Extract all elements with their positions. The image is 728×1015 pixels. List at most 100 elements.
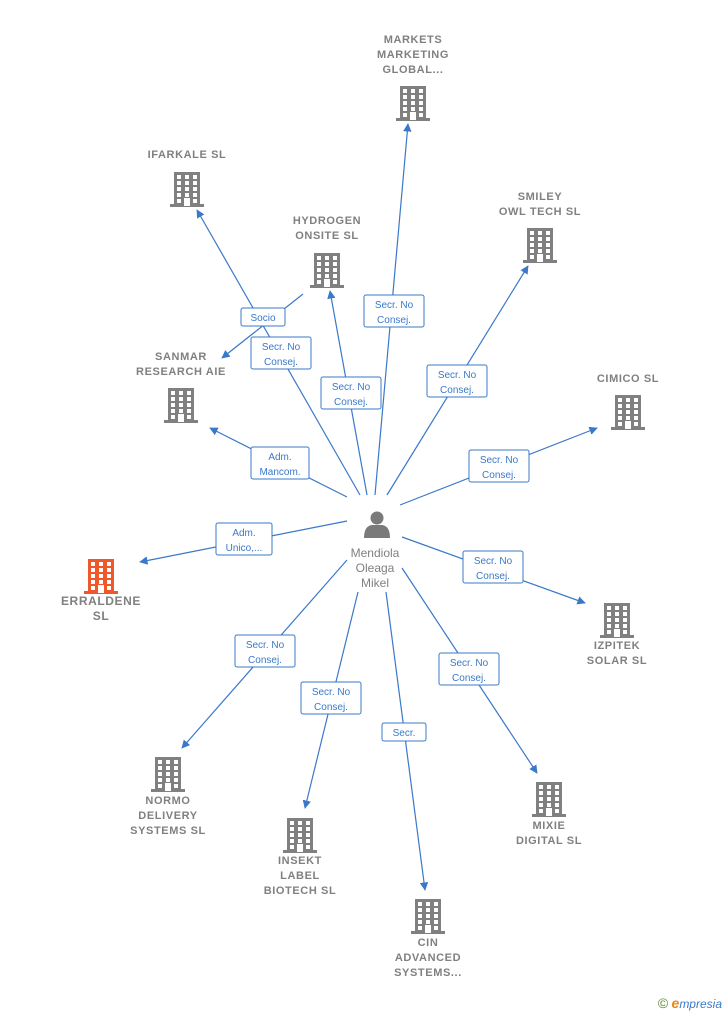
building-icon bbox=[523, 228, 557, 263]
edge-role-text: Consej. bbox=[440, 385, 474, 396]
brand-name: mpresia bbox=[679, 997, 722, 1011]
company-label-line: MARKETS bbox=[384, 34, 443, 46]
person-name-line-1: Mendiola bbox=[351, 546, 400, 560]
company-label-line: DELIVERY bbox=[138, 810, 197, 822]
edge-role-text: Adm. bbox=[232, 528, 255, 539]
edge-role-text: Mancom. bbox=[259, 467, 300, 478]
company-label-line: ADVANCED bbox=[395, 952, 461, 964]
building-icon bbox=[164, 388, 198, 423]
edge-role-text: Consej. bbox=[476, 571, 510, 582]
company-label-line: OWL TECH SL bbox=[499, 206, 581, 218]
edge-role-label[interactable]: Secr. No Consej. bbox=[320, 376, 382, 410]
company-label-line: RESEARCH AIE bbox=[136, 366, 226, 378]
edge-role-label[interactable]: Secr. No Consej. bbox=[250, 336, 312, 370]
company-label-line: SYSTEMS... bbox=[394, 967, 462, 979]
company-node-cimico[interactable]: CIMICO SL bbox=[597, 373, 659, 430]
company-label-line: IFARKALE SL bbox=[148, 149, 227, 161]
edge-role-text: Secr. bbox=[393, 728, 416, 739]
edge-role-text: Secr. No bbox=[438, 370, 477, 381]
edge[interactable]: Secr. No Consej. bbox=[399, 426, 598, 506]
company-node-smiley[interactable]: SMILEY OWL TECH SL bbox=[499, 191, 581, 263]
edge[interactable]: Secr. No Consej. bbox=[401, 567, 538, 774]
edge-role-label[interactable]: Secr. No Consej. bbox=[363, 294, 425, 328]
edge-role-text: Secr. No bbox=[262, 342, 301, 353]
edge[interactable]: Adm.Unico,... bbox=[139, 520, 348, 565]
edge-role-text: Secr. No bbox=[480, 455, 519, 466]
person-icon bbox=[364, 511, 390, 538]
copyright-symbol: © bbox=[657, 995, 669, 1011]
edge-role-text: Consej. bbox=[314, 702, 348, 713]
building-icon bbox=[84, 559, 118, 594]
edge-role-label[interactable]: Secr. No Consej. bbox=[462, 550, 524, 584]
person-name-line-3: Mikel bbox=[361, 576, 389, 590]
footer-brand: © empresia bbox=[658, 995, 722, 1011]
edge[interactable]: Socio bbox=[221, 293, 304, 359]
edge-role-text: Secr. No bbox=[375, 300, 414, 311]
company-node-ifarkale[interactable]: IFARKALE SL bbox=[148, 149, 227, 207]
company-label-line: MARKETING bbox=[377, 49, 449, 61]
company-node-cin[interactable]: CIN ADVANCED SYSTEMS... bbox=[394, 899, 462, 979]
edge-role-label[interactable]: Secr. No Consej. bbox=[426, 364, 488, 398]
edge-role-text: Adm. bbox=[268, 452, 291, 463]
company-label-line: HYDROGEN bbox=[293, 215, 361, 227]
nodes-layer: MARKETS MARKETING GLOBAL... IFARKALE SL HYDR… bbox=[61, 34, 659, 979]
edge-role-text: Consej. bbox=[482, 470, 516, 481]
edge[interactable]: Secr. No Consej. bbox=[363, 123, 425, 496]
edge[interactable]: Secr. No Consej. bbox=[196, 209, 361, 496]
edge-role-text: Consej. bbox=[264, 357, 298, 368]
person-name-line-2: Oleaga bbox=[356, 561, 395, 575]
edge-role-label[interactable]: Secr. No Consej. bbox=[468, 449, 530, 483]
edge-role-label[interactable]: Secr. No Consej. bbox=[438, 652, 500, 686]
company-node-normo[interactable]: NORMO DELIVERY SYSTEMS SL bbox=[130, 757, 206, 837]
company-label-line: INSEKT bbox=[278, 855, 322, 867]
edge[interactable]: Secr. No Consej. bbox=[386, 265, 529, 496]
building-icon bbox=[151, 757, 185, 792]
edge-role-text: Secr. No bbox=[450, 658, 489, 669]
company-label-line: LABEL bbox=[280, 870, 320, 882]
company-label-line: SYSTEMS SL bbox=[130, 825, 206, 837]
building-icon bbox=[310, 253, 344, 288]
edge[interactable]: Adm. Mancom. bbox=[209, 427, 348, 498]
building-icon bbox=[170, 172, 204, 207]
company-label-line: SANMAR bbox=[155, 351, 207, 363]
edge-role-text: Secr. No bbox=[474, 556, 513, 567]
company-label-line: GLOBAL... bbox=[382, 64, 443, 76]
edge[interactable]: Secr. bbox=[381, 591, 429, 891]
edge-role-text: Consej. bbox=[334, 397, 368, 408]
edge-role-label[interactable]: Secr. bbox=[381, 722, 427, 742]
company-node-sanmar[interactable]: SANMAR RESEARCH AIE bbox=[136, 351, 226, 423]
edge-role-text: Consej. bbox=[452, 673, 486, 684]
building-icon bbox=[532, 782, 566, 817]
edge-role-text: Secr. No bbox=[332, 382, 371, 393]
edge-role-text: Consej. bbox=[377, 315, 411, 326]
company-node-insekt[interactable]: INSEKT LABEL BIOTECH SL bbox=[264, 818, 337, 897]
edge-role-text: Consej. bbox=[248, 655, 282, 666]
company-node-markets[interactable]: MARKETS MARKETING GLOBAL... bbox=[377, 34, 449, 121]
company-label-line: CIMICO SL bbox=[597, 373, 659, 385]
company-label-line: SL bbox=[93, 609, 110, 623]
company-label-line: SMILEY bbox=[518, 191, 563, 203]
person-node[interactable]: Mendiola Oleaga Mikel bbox=[351, 511, 400, 591]
building-icon bbox=[396, 86, 430, 121]
company-label-line: BIOTECH SL bbox=[264, 885, 337, 897]
edge-role-label[interactable]: Socio bbox=[240, 307, 286, 327]
company-label-line: NORMO bbox=[145, 795, 190, 807]
edge[interactable]: Secr. No Consej. bbox=[401, 536, 586, 605]
edge-role-label[interactable]: Adm. Mancom. bbox=[250, 446, 310, 480]
company-label-line: ERRALDENE bbox=[61, 594, 141, 608]
company-label-line: MIXIE bbox=[533, 820, 566, 832]
building-icon bbox=[600, 603, 634, 638]
edges-layer: Secr. No Consej. Secr. No Consej. Secr. No Co… bbox=[139, 123, 598, 891]
edge-role-label[interactable]: Adm.Unico,... bbox=[215, 522, 273, 556]
building-icon bbox=[411, 899, 445, 934]
edge[interactable]: Secr. No Consej. bbox=[320, 290, 382, 496]
company-label-line: CIN bbox=[418, 937, 439, 949]
